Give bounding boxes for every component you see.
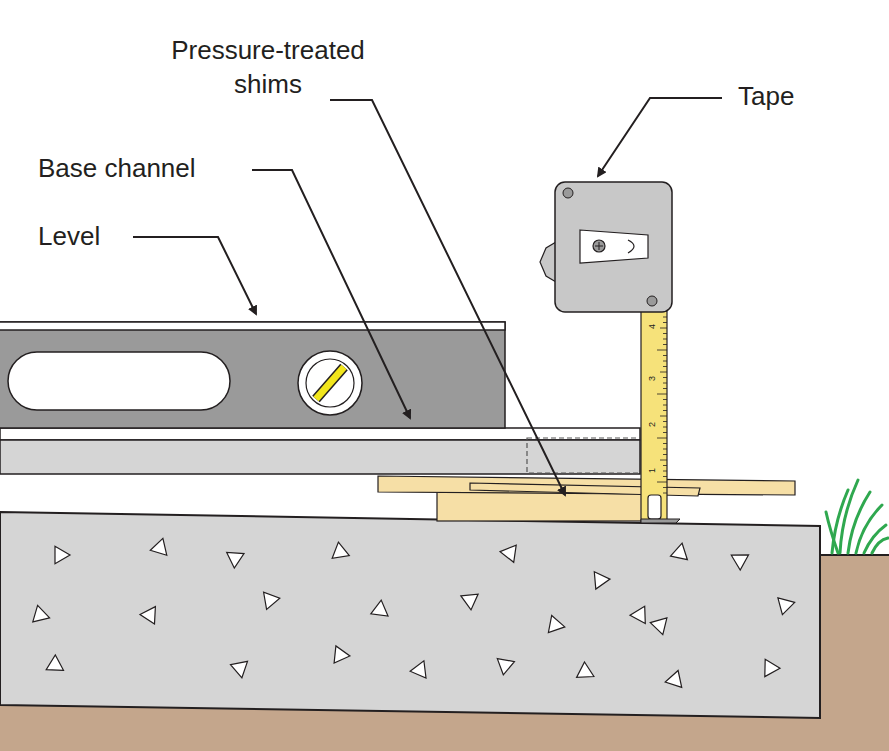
tape-tick (660, 460, 667, 461)
aggregate-chip (594, 572, 610, 589)
aggregate-chip (150, 538, 167, 555)
tape-tick (663, 339, 667, 340)
callout-label: Level (38, 220, 100, 254)
aggregate-chip (231, 661, 248, 677)
aggregate-chip (500, 545, 516, 562)
tape-measure (540, 182, 680, 523)
tape-tick (663, 399, 667, 400)
tape-tick (660, 328, 667, 329)
aggregate-chip (671, 543, 688, 560)
tape-number: 2 (648, 422, 657, 427)
tape-tick (663, 487, 667, 488)
aggregate-chip (577, 662, 594, 677)
tape-tick (660, 372, 667, 373)
aggregate-chip (765, 659, 780, 676)
tape-tick (663, 454, 667, 455)
leader-lines (133, 98, 722, 495)
tape-tick (663, 449, 667, 450)
tape-number: 4 (648, 324, 657, 329)
tape-tick (663, 410, 667, 411)
tape-tick (663, 366, 667, 367)
tape-number: 3 (648, 376, 657, 381)
tape-tick (663, 427, 667, 428)
level (0, 322, 505, 428)
tape-tick (657, 394, 667, 395)
aggregate-chip (227, 552, 244, 568)
tape-tick (657, 482, 667, 483)
aggregate-chip (630, 606, 645, 623)
tape-tick (663, 383, 667, 384)
aggregate-chip (497, 659, 514, 675)
tape-tick (660, 416, 667, 417)
aggregate-chip (334, 646, 350, 663)
tape-tick (663, 322, 667, 323)
callout-label: Pressure-treated shims (143, 34, 393, 102)
aggregate-chip (264, 592, 280, 609)
aggregate-chip (461, 594, 478, 610)
aggregate-chip (140, 607, 155, 624)
tape-tick (663, 443, 667, 444)
tape-tick (663, 388, 667, 389)
tape-tick (657, 438, 667, 439)
tape-tick (663, 465, 667, 466)
aggregate-chip (33, 605, 50, 622)
shims (378, 476, 795, 521)
aggregate-chip (55, 546, 70, 563)
tape-tick (663, 476, 667, 477)
grass (826, 480, 888, 553)
base-channel (0, 428, 641, 474)
tape-tick (663, 317, 667, 318)
aggregate-chip (778, 598, 795, 615)
aggregate-chip (650, 618, 667, 635)
aggregate-chip (46, 655, 63, 670)
tape-tick (663, 344, 667, 345)
tape-tick (663, 471, 667, 472)
tape-number: 1 (648, 468, 657, 473)
tape-tick (663, 355, 667, 356)
tape-tick (663, 361, 667, 362)
tape-tick (663, 432, 667, 433)
tape-tick (663, 493, 667, 494)
tape-tick (663, 405, 667, 406)
tape-tick (663, 333, 667, 334)
aggregate-chip (548, 616, 564, 633)
aggregate-chip (665, 671, 682, 688)
callout-label: Base channel (38, 152, 196, 186)
aggregate-chip (731, 555, 748, 570)
aggregate-chip (410, 661, 426, 678)
tape-tick (663, 377, 667, 378)
concrete-slab (0, 512, 820, 718)
aggregate-chip (371, 600, 388, 616)
aggregate (33, 538, 795, 687)
callout-label: Tape (738, 80, 794, 114)
aggregate-chip (332, 542, 349, 558)
tape-tick (663, 421, 667, 422)
tape-tick (657, 350, 667, 351)
